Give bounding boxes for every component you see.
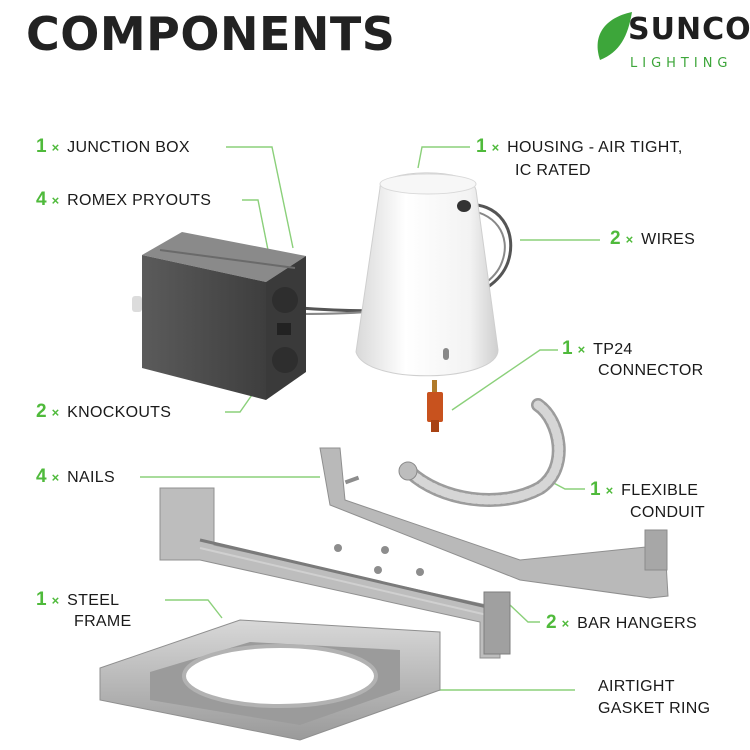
label-nails: 4×NAILS: [36, 466, 115, 487]
label-tp24-connector: 1×TP24: [562, 338, 633, 359]
brand-logo: SUNCO LIGHTING: [592, 8, 750, 88]
page-title: COMPONENTS: [26, 7, 396, 61]
label-flexible-conduit-line2: CONDUIT: [630, 504, 705, 521]
label-wires: 2×WIRES: [610, 228, 696, 249]
bar-hangers: [159, 447, 669, 659]
label-tp24-connector-line2: CONNECTOR: [598, 362, 704, 379]
label-knockouts: 2×KNOCKOUTS: [36, 401, 172, 422]
junction-box: [132, 232, 306, 400]
leader-junction-box: [226, 146, 294, 249]
logo-subtitle: LIGHTING: [630, 56, 733, 71]
leader-bar-hangers: [509, 604, 540, 623]
leader-tp24: [451, 349, 558, 411]
steel-frame: [99, 619, 441, 741]
tp24-connector: [427, 380, 443, 432]
label-junction-box: 1×JUNCTION BOX: [36, 136, 190, 157]
label-steel-frame: 1×STEEL: [36, 589, 120, 610]
label-steel-frame-line2: FRAME: [74, 613, 132, 630]
leader-romex-pryouts: [242, 199, 269, 251]
leader-lines: [140, 146, 600, 691]
label-airtight-gasket-ring: AIRTIGHT GASKET RING: [598, 678, 711, 717]
label-flexible-conduit: 1×FLEXIBLE: [590, 479, 699, 500]
label-romex-pryouts: 4×ROMEX PRYOUTS: [36, 189, 212, 210]
label-bar-hangers: 2×BAR HANGERS: [546, 612, 697, 633]
label-housing: 1×HOUSING - AIR TIGHT,: [476, 136, 683, 157]
leader-housing: [417, 146, 470, 169]
label-housing-line2: IC RATED: [515, 162, 591, 179]
leader-steel-frame: [165, 599, 223, 619]
nails: [334, 475, 424, 576]
logo-wordmark: SUNCO: [628, 12, 750, 47]
leaf-icon: [597, 12, 632, 60]
housing: [355, 172, 499, 377]
